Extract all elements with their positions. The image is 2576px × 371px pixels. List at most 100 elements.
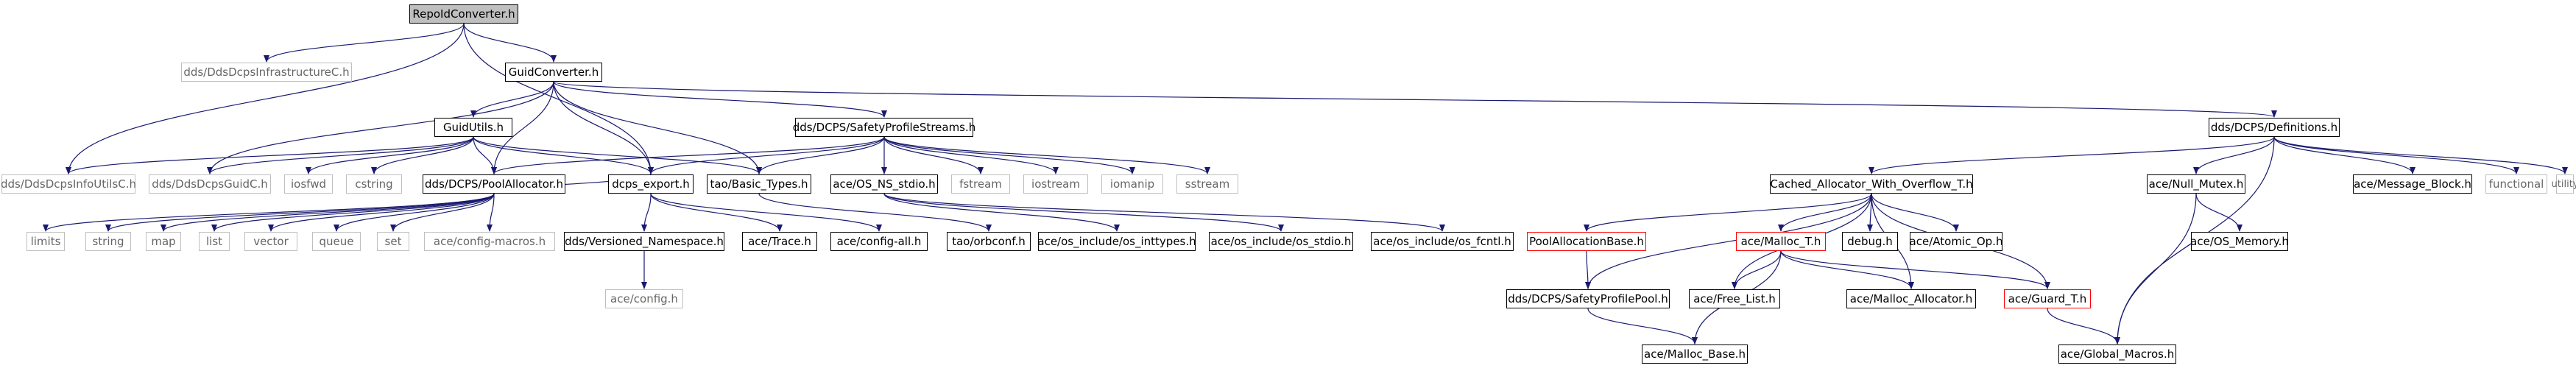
edge-safety-profile-streams-to-dcps-export xyxy=(648,136,885,174)
edge-guid-converter-to-definitions xyxy=(553,81,2277,118)
edge-guid-converter-to-pool-allocator xyxy=(491,81,554,174)
node-list[interactable]: list xyxy=(199,232,230,251)
edge-pool-allocation-base-to-safety-profile-pool xyxy=(1584,250,1591,289)
edge-definitions-to-message-block xyxy=(2273,136,2416,174)
node-iostream[interactable]: iostream xyxy=(1023,174,1088,194)
edge-pool-allocator-to-queue xyxy=(334,193,495,232)
node-os-ns-stdio[interactable]: ace/OS_NS_stdio.h xyxy=(830,174,938,194)
node-cstring[interactable]: cstring xyxy=(346,174,402,194)
edge-null-mutex-to-global-macros xyxy=(2114,193,2197,344)
node-os-memory[interactable]: ace/OS_Memory.h xyxy=(2190,232,2289,251)
node-null-mutex[interactable]: ace/Null_Mutex.h xyxy=(2147,174,2245,194)
node-guard-t[interactable]: ace/Guard_T.h xyxy=(2004,289,2091,308)
node-definitions[interactable]: dds/DCPS/Definitions.h xyxy=(2209,118,2340,137)
node-message-block[interactable]: ace/Message_Block.h xyxy=(2353,174,2472,194)
node-sstream[interactable]: sstream xyxy=(1176,174,1238,194)
node-os-fcntl[interactable]: ace/os_include/os_fcntl.h xyxy=(1371,232,1514,251)
node-dds-info-utils[interactable]: dds/DdsDcpsInfoUtilsC.h xyxy=(1,174,136,194)
node-atomic-op[interactable]: ace/Atomic_Op.h xyxy=(1910,232,2002,251)
edge-os-ns-stdio-to-os-inttypes xyxy=(883,193,1120,232)
edge-os-ns-stdio-to-os-stdio xyxy=(883,193,1284,232)
node-repoid-converter[interactable]: RepoIdConverter.h xyxy=(409,4,518,24)
edge-malloc-t-to-malloc-allocator xyxy=(1780,250,1914,289)
node-os-inttypes[interactable]: ace/os_include/os_inttypes.h xyxy=(1037,232,1196,251)
edge-guid-utils-to-dds-info-utils xyxy=(66,136,474,174)
node-set[interactable]: set xyxy=(377,232,409,251)
node-cached-allocator[interactable]: Cached_Allocator_With_Overflow_T.h xyxy=(1770,174,1973,194)
node-fstream[interactable]: fstream xyxy=(951,174,1010,194)
edge-malloc-t-to-guard-t xyxy=(1780,250,2050,289)
node-os-stdio[interactable]: ace/os_include/os_stdio.h xyxy=(1209,232,1353,251)
node-ace-trace[interactable]: ace/Trace.h xyxy=(742,232,817,251)
edge-guid-converter-to-tao-basic-types xyxy=(553,81,762,174)
node-guid-utils[interactable]: GuidUtils.h xyxy=(434,118,512,137)
edge-safety-profile-pool-to-malloc-base xyxy=(1587,308,1698,344)
edge-dcps-export-to-ace-trace xyxy=(650,193,783,232)
node-pool-allocation-base[interactable]: PoolAllocationBase.h xyxy=(1527,232,1646,251)
node-config-all[interactable]: ace/config-all.h xyxy=(830,232,928,251)
edge-pool-allocator-to-list xyxy=(211,193,495,232)
node-orbconf[interactable]: tao/orbconf.h xyxy=(947,232,1031,251)
node-functional[interactable]: functional xyxy=(2485,174,2547,194)
edge-cached-allocator-to-pool-allocation-base xyxy=(1584,193,1872,232)
edge-pool-allocator-to-map xyxy=(160,193,495,232)
node-tao-basic-types[interactable]: tao/Basic_Types.h xyxy=(707,174,811,194)
node-malloc-t[interactable]: ace/Malloc_T.h xyxy=(1736,232,1826,251)
edge-tao-basic-types-to-orbconf xyxy=(758,193,992,232)
edge-os-ns-stdio-to-os-fcntl xyxy=(883,193,1445,232)
node-dds-infrastructure[interactable]: dds/DdsDcpsInfrastructureC.h xyxy=(181,63,352,82)
edge-cached-allocator-to-atomic-op xyxy=(1871,193,1959,232)
node-dcps-export[interactable]: dcps_export.h xyxy=(608,174,694,194)
node-utility[interactable]: utility xyxy=(2552,174,2576,194)
node-dds-guid-c[interactable]: dds/DdsDcpsGuidC.h xyxy=(149,174,271,194)
edge-safety-profile-streams-to-sstream xyxy=(883,136,1210,174)
edge-repoid-to-dcps-export xyxy=(463,23,654,174)
node-iomanip[interactable]: iomanip xyxy=(1101,174,1163,194)
node-guid-converter[interactable]: GuidConverter.h xyxy=(505,63,602,82)
edge-guid-utils-to-cstring xyxy=(371,136,474,174)
edge-guid-utils-to-iosfwd xyxy=(306,136,474,174)
edge-pool-allocator-to-limits xyxy=(43,193,495,232)
edge-safety-profile-streams-to-pool-allocator xyxy=(491,136,885,174)
node-pool-allocator[interactable]: dds/DCPS/PoolAllocator.h xyxy=(423,174,565,194)
edge-guid-converter-to-dcps-export xyxy=(553,81,654,174)
edge-definitions-to-cached-allocator xyxy=(1869,136,2275,174)
node-queue[interactable]: queue xyxy=(312,232,361,251)
edge-safety-profile-streams-to-tao-basic-types xyxy=(756,136,885,174)
node-malloc-base[interactable]: ace/Malloc_Base.h xyxy=(1642,344,1748,364)
node-limits[interactable]: limits xyxy=(27,232,65,251)
node-iosfwd[interactable]: iosfwd xyxy=(284,174,333,194)
node-debug[interactable]: debug.h xyxy=(1842,232,1898,251)
edge-pool-allocator-to-vector xyxy=(268,193,495,232)
edge-cached-allocator-to-safety-profile-pool xyxy=(1585,193,1872,289)
node-malloc-allocator[interactable]: ace/Malloc_Allocator.h xyxy=(1846,289,1976,308)
node-versioned-namespace[interactable]: dds/Versioned_Namespace.h xyxy=(564,232,724,251)
node-global-macros[interactable]: ace/Global_Macros.h xyxy=(2058,344,2176,364)
edge-safety-profile-streams-to-fstream xyxy=(883,136,984,174)
node-vector[interactable]: vector xyxy=(244,232,297,251)
edge-dcps-export-to-config-all xyxy=(650,193,882,232)
node-string[interactable]: string xyxy=(85,232,131,251)
node-safety-profile-streams[interactable]: dds/DCPS/SafetyProfileStreams.h xyxy=(793,118,975,137)
edge-guid-converter-to-safety-profile-streams xyxy=(553,81,887,118)
edge-dcps-export-to-versioned-namespace xyxy=(641,193,652,232)
edge-pool-allocator-to-config-macros xyxy=(487,193,495,232)
node-ace-config[interactable]: ace/config.h xyxy=(605,289,683,308)
edge-guid-utils-to-dds-guid-c xyxy=(207,136,474,174)
edge-guard-t-to-global-macros xyxy=(2047,308,2120,344)
node-free-list[interactable]: ace/Free_List.h xyxy=(1689,289,1780,308)
edge-definitions-to-utility xyxy=(2273,136,2568,174)
edge-safety-profile-streams-to-iostream xyxy=(883,136,1059,174)
edge-definitions-to-functional xyxy=(2273,136,2519,174)
edge-pool-allocator-to-set xyxy=(390,193,495,232)
edge-repoid-to-dds-info-utils xyxy=(66,23,465,174)
node-config-macros[interactable]: ace/config-macros.h xyxy=(424,232,555,251)
edge-guid-converter-to-guid-utils xyxy=(470,81,554,118)
edge-safety-profile-streams-to-iomanip xyxy=(883,136,1135,174)
node-safety-profile-pool[interactable]: dds/DCPS/SafetyProfilePool.h xyxy=(1506,289,1670,308)
node-map[interactable]: map xyxy=(146,232,181,251)
edge-guid-utils-to-dcps-export xyxy=(473,136,654,174)
edge-null-mutex-to-os-memory xyxy=(2195,193,2242,232)
